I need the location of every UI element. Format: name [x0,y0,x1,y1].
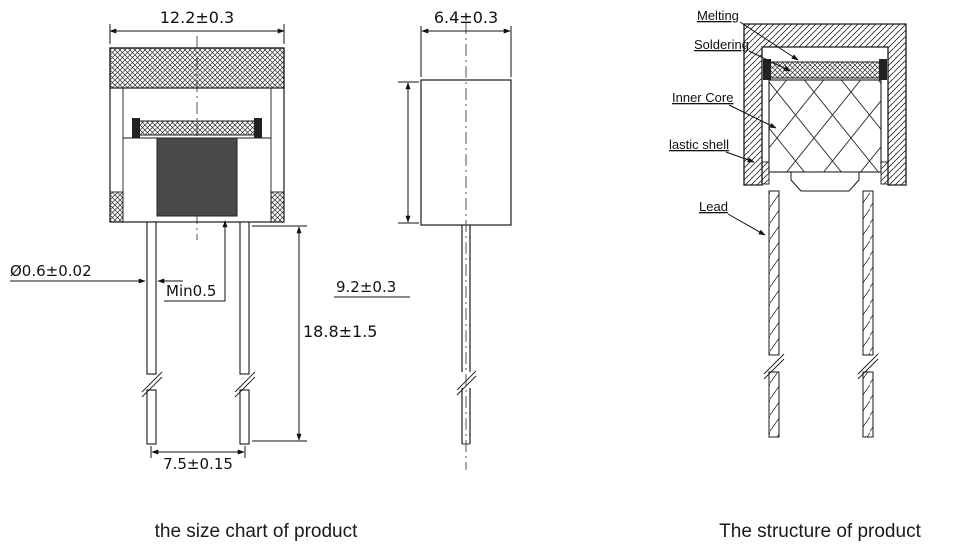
label-inner-core-leader [728,104,777,129]
label-plastic-shell-leader [725,151,755,163]
structure-core-step [790,171,860,192]
structure-left-lead-lower [768,371,780,438]
front-left-lead-break [141,371,163,393]
structure-right-lead-upper [862,190,874,356]
side-lead-break [456,370,477,391]
front-right-foot-hatched [270,191,285,223]
label-plastic-shell: lastic shell [669,137,729,152]
dim-lead-spacing-text: 7.5±0.15 [163,455,233,473]
dim-lead-length-text: 18.8±1.5 [303,322,377,341]
side-lead-break [456,375,477,396]
structure-inner-core [768,79,882,173]
structure-left-lead-break [763,353,785,375]
size-chart-side-view: 6.4±0.3 9.2±0.3 [334,8,512,470]
size-chart-front-view: 12.2±0.3 Ø0.6±0.02 Min0.5 18.8±1.5 7.5±0… [10,8,377,473]
structure-solder-cap-left [763,59,771,80]
structure-right-lead-break [857,353,879,375]
structure-solder-cap-right [879,59,887,80]
front-left-lead-lower [146,389,157,445]
front-right-lead-break [234,371,256,393]
caption-structure: The structure of product [719,521,921,542]
label-lead-leader [727,213,766,236]
structure-shell-foot-right [880,161,889,185]
front-inner-core [156,137,238,217]
front-cap-hatched [109,47,285,89]
structure-plastic-shell [743,23,907,186]
structure-solder-strip [765,61,885,79]
label-soldering: Soldering [694,37,749,52]
front-solder-strip [137,120,257,136]
dim-side-width-text: 6.4±0.3 [434,8,498,27]
front-right-lead-break [234,376,256,398]
structure-left-lead-break [763,358,785,380]
label-soldering-leader [748,50,791,72]
structure-shell-foot-left [761,161,770,185]
dim-top-width-text: 12.2±0.3 [160,8,234,27]
dim-lead-diameter-text: Ø0.6±0.02 [10,262,92,280]
front-left-lead-break [141,376,163,398]
front-left-foot-hatched [109,191,124,223]
front-solder-cap-left [132,118,140,138]
label-inner-core: Inner Core [672,90,733,105]
label-melting: Melting [697,8,739,23]
caption-size-chart: the size chart of product [155,521,358,542]
label-melting-leader [739,21,799,61]
structure-left-lead-upper [768,190,780,356]
dim-min-clearance-text: Min0.5 [166,282,216,300]
structure-right-lead-lower [862,371,874,438]
dim-body-height-text: 9.2±0.3 [336,278,396,296]
front-right-lead-upper [239,221,250,375]
structure-view: Melting Soldering Inner Core lastic shel… [669,8,907,438]
front-right-lead-lower [239,389,250,445]
label-lead: Lead [699,199,728,214]
front-solder-cap-right [254,118,262,138]
front-left-lead-upper [146,221,157,375]
structure-right-lead-break [857,358,879,380]
